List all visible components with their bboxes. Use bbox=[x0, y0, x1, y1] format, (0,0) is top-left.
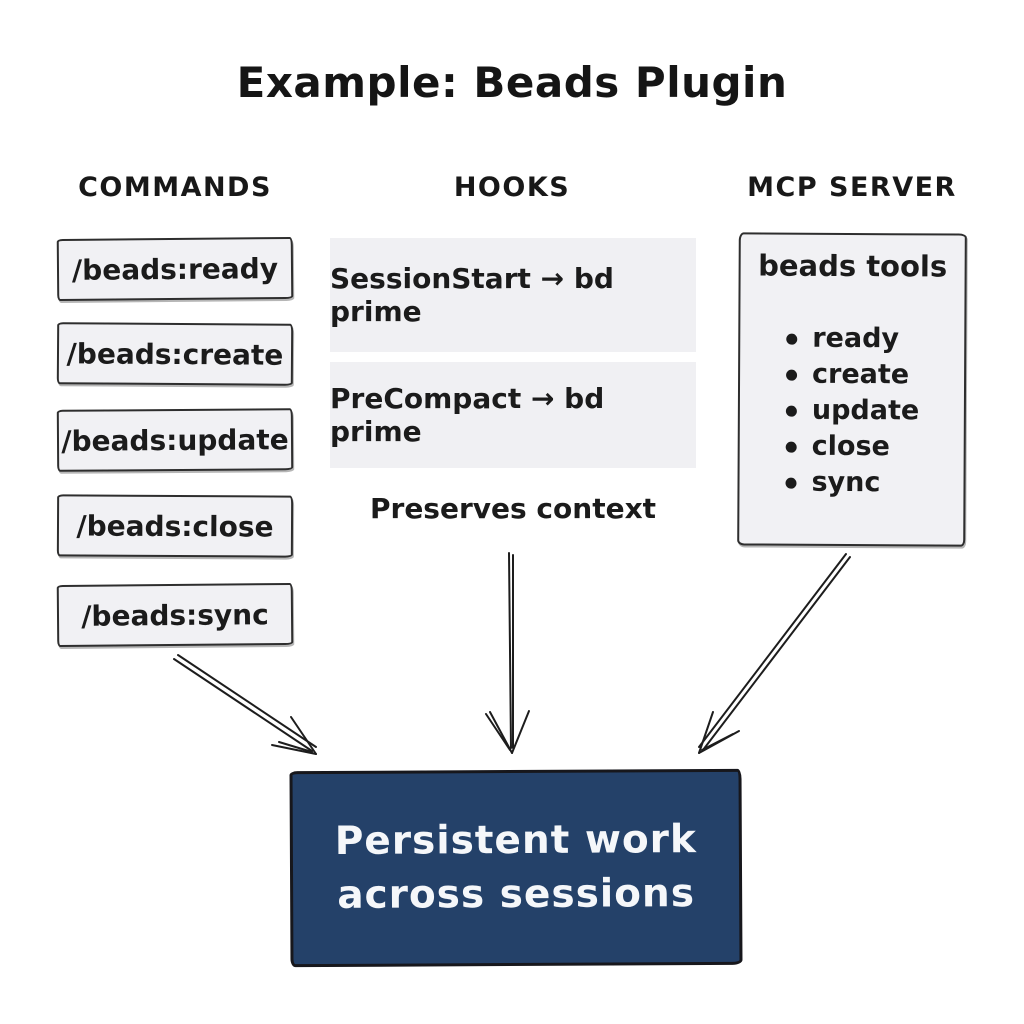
mcp-arrow-icon bbox=[698, 553, 851, 754]
commands-column-header: COMMANDS bbox=[78, 172, 272, 203]
result-line-2: across sessions bbox=[337, 871, 696, 918]
command-box-beads-create: /beads:create bbox=[56, 322, 294, 386]
mcp-tool-sync: sync bbox=[785, 465, 963, 502]
mcp-server-column-header: MCP SERVER bbox=[747, 172, 957, 203]
hook-box-session-start: SessionStart → bd prime bbox=[330, 238, 696, 352]
hooks-arrow-icon bbox=[485, 552, 530, 754]
mcp-tool-create: create bbox=[786, 357, 964, 394]
page-title: Example: Beads Plugin bbox=[236, 58, 788, 107]
commands-arrow-icon bbox=[173, 654, 317, 755]
mcp-tool-close: close bbox=[786, 429, 964, 466]
result-box: Persistent work across sessions bbox=[289, 768, 743, 968]
mcp-server-panel: beads tools ready create update close sy… bbox=[737, 232, 967, 547]
command-box-beads-close: /beads:close bbox=[56, 494, 294, 558]
hooks-column-header: HOOKS bbox=[453, 172, 571, 203]
mcp-panel-title: beads tools bbox=[758, 248, 948, 284]
mcp-tool-update: update bbox=[786, 393, 964, 430]
command-box-beads-sync: /beads:sync bbox=[56, 582, 294, 648]
mcp-tools-list: ready create update close sync bbox=[785, 321, 964, 502]
hooks-note: Preserves context bbox=[369, 492, 657, 525]
command-box-beads-ready: /beads:ready bbox=[56, 236, 294, 302]
hook-box-pre-compact: PreCompact → bd prime bbox=[330, 362, 696, 468]
result-line-1: Persistent work bbox=[334, 817, 698, 864]
mcp-tool-ready: ready bbox=[786, 321, 964, 358]
command-box-beads-update: /beads:update bbox=[56, 408, 294, 472]
